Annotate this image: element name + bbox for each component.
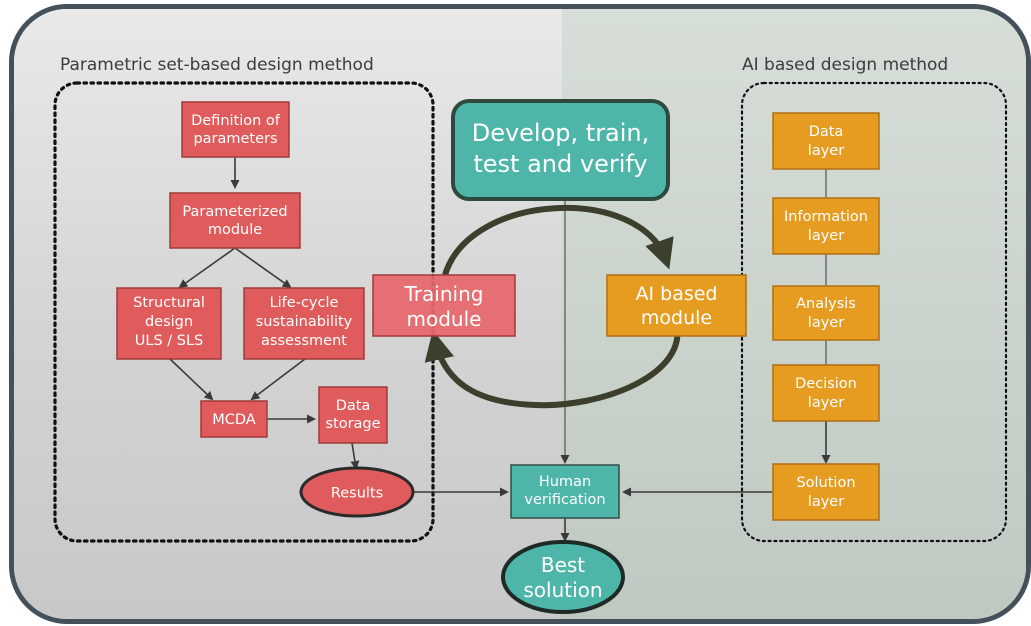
results-ellipse: Results <box>299 466 415 518</box>
svg-text:Definition of: Definition of <box>191 113 281 129</box>
analysis-layer-box: Analysis layer <box>772 285 880 341</box>
ai-based-module-box: AI based module <box>606 274 747 337</box>
best-solution-ellipse: Best solution <box>501 540 625 614</box>
svg-text:Data: Data <box>809 124 844 140</box>
svg-text:layer: layer <box>808 395 844 411</box>
svg-text:Life-cycle: Life-cycle <box>270 295 339 311</box>
svg-text:solution: solution <box>523 578 602 602</box>
svg-text:Data: Data <box>336 398 371 414</box>
svg-text:Structural: Structural <box>133 295 205 311</box>
data-storage-box: Data storage <box>318 386 388 444</box>
definition-of-parameters-box: Definition of parameters <box>181 101 290 158</box>
svg-text:Best: Best <box>541 553 585 577</box>
svg-text:Information: Information <box>784 209 868 225</box>
loop-arrow-top <box>442 204 674 276</box>
svg-text:layer: layer <box>808 143 844 159</box>
svg-text:test and verify: test and verify <box>473 150 647 178</box>
left-section-title: Parametric set-based design method <box>60 55 374 75</box>
human-verification-box: Human verification <box>510 464 620 519</box>
svg-text:Training: Training <box>404 282 484 306</box>
information-layer-box: Information layer <box>772 197 880 255</box>
svg-text:verification: verification <box>524 492 605 508</box>
svg-text:layer: layer <box>808 315 844 331</box>
training-module-box: Training module <box>372 274 516 337</box>
svg-text:Human: Human <box>539 474 591 490</box>
svg-text:Decision: Decision <box>795 376 857 392</box>
life-cycle-assessment-box: Life-cycle sustainability assessment <box>243 287 365 360</box>
data-layer-box: Data layer <box>772 112 880 170</box>
right-group-border <box>740 81 1008 543</box>
svg-text:Develop, train,: Develop, train, <box>472 119 650 147</box>
right-section-title: AI based design method <box>742 55 948 75</box>
svg-text:module: module <box>208 222 262 238</box>
solution-layer-box: Solution layer <box>772 463 880 521</box>
decision-layer-box: Decision layer <box>772 364 880 422</box>
svg-text:layer: layer <box>808 494 844 510</box>
svg-text:Parameterized: Parameterized <box>182 204 287 220</box>
structural-design-box: Structural design ULS / SLS <box>116 287 222 360</box>
svg-text:module: module <box>641 307 712 329</box>
svg-text:assessment: assessment <box>261 333 347 349</box>
svg-text:parameters: parameters <box>193 131 277 147</box>
svg-text:MCDA: MCDA <box>212 412 256 428</box>
develop-train-test-box: Develop, train, test and verify <box>451 99 670 201</box>
svg-text:Results: Results <box>331 486 383 502</box>
svg-text:storage: storage <box>325 416 380 432</box>
svg-text:Analysis: Analysis <box>796 296 856 312</box>
svg-text:module: module <box>407 307 482 331</box>
parameterized-module-box: Parameterized module <box>169 192 301 249</box>
svg-text:sustainability: sustainability <box>256 314 353 330</box>
loop-arrow-bottom <box>424 321 681 409</box>
svg-text:ULS / SLS: ULS / SLS <box>135 333 204 349</box>
svg-text:Solution: Solution <box>796 475 855 491</box>
mcda-box: MCDA <box>200 400 268 438</box>
svg-text:design: design <box>145 314 193 330</box>
svg-text:layer: layer <box>808 228 844 244</box>
svg-text:AI based: AI based <box>636 283 718 305</box>
